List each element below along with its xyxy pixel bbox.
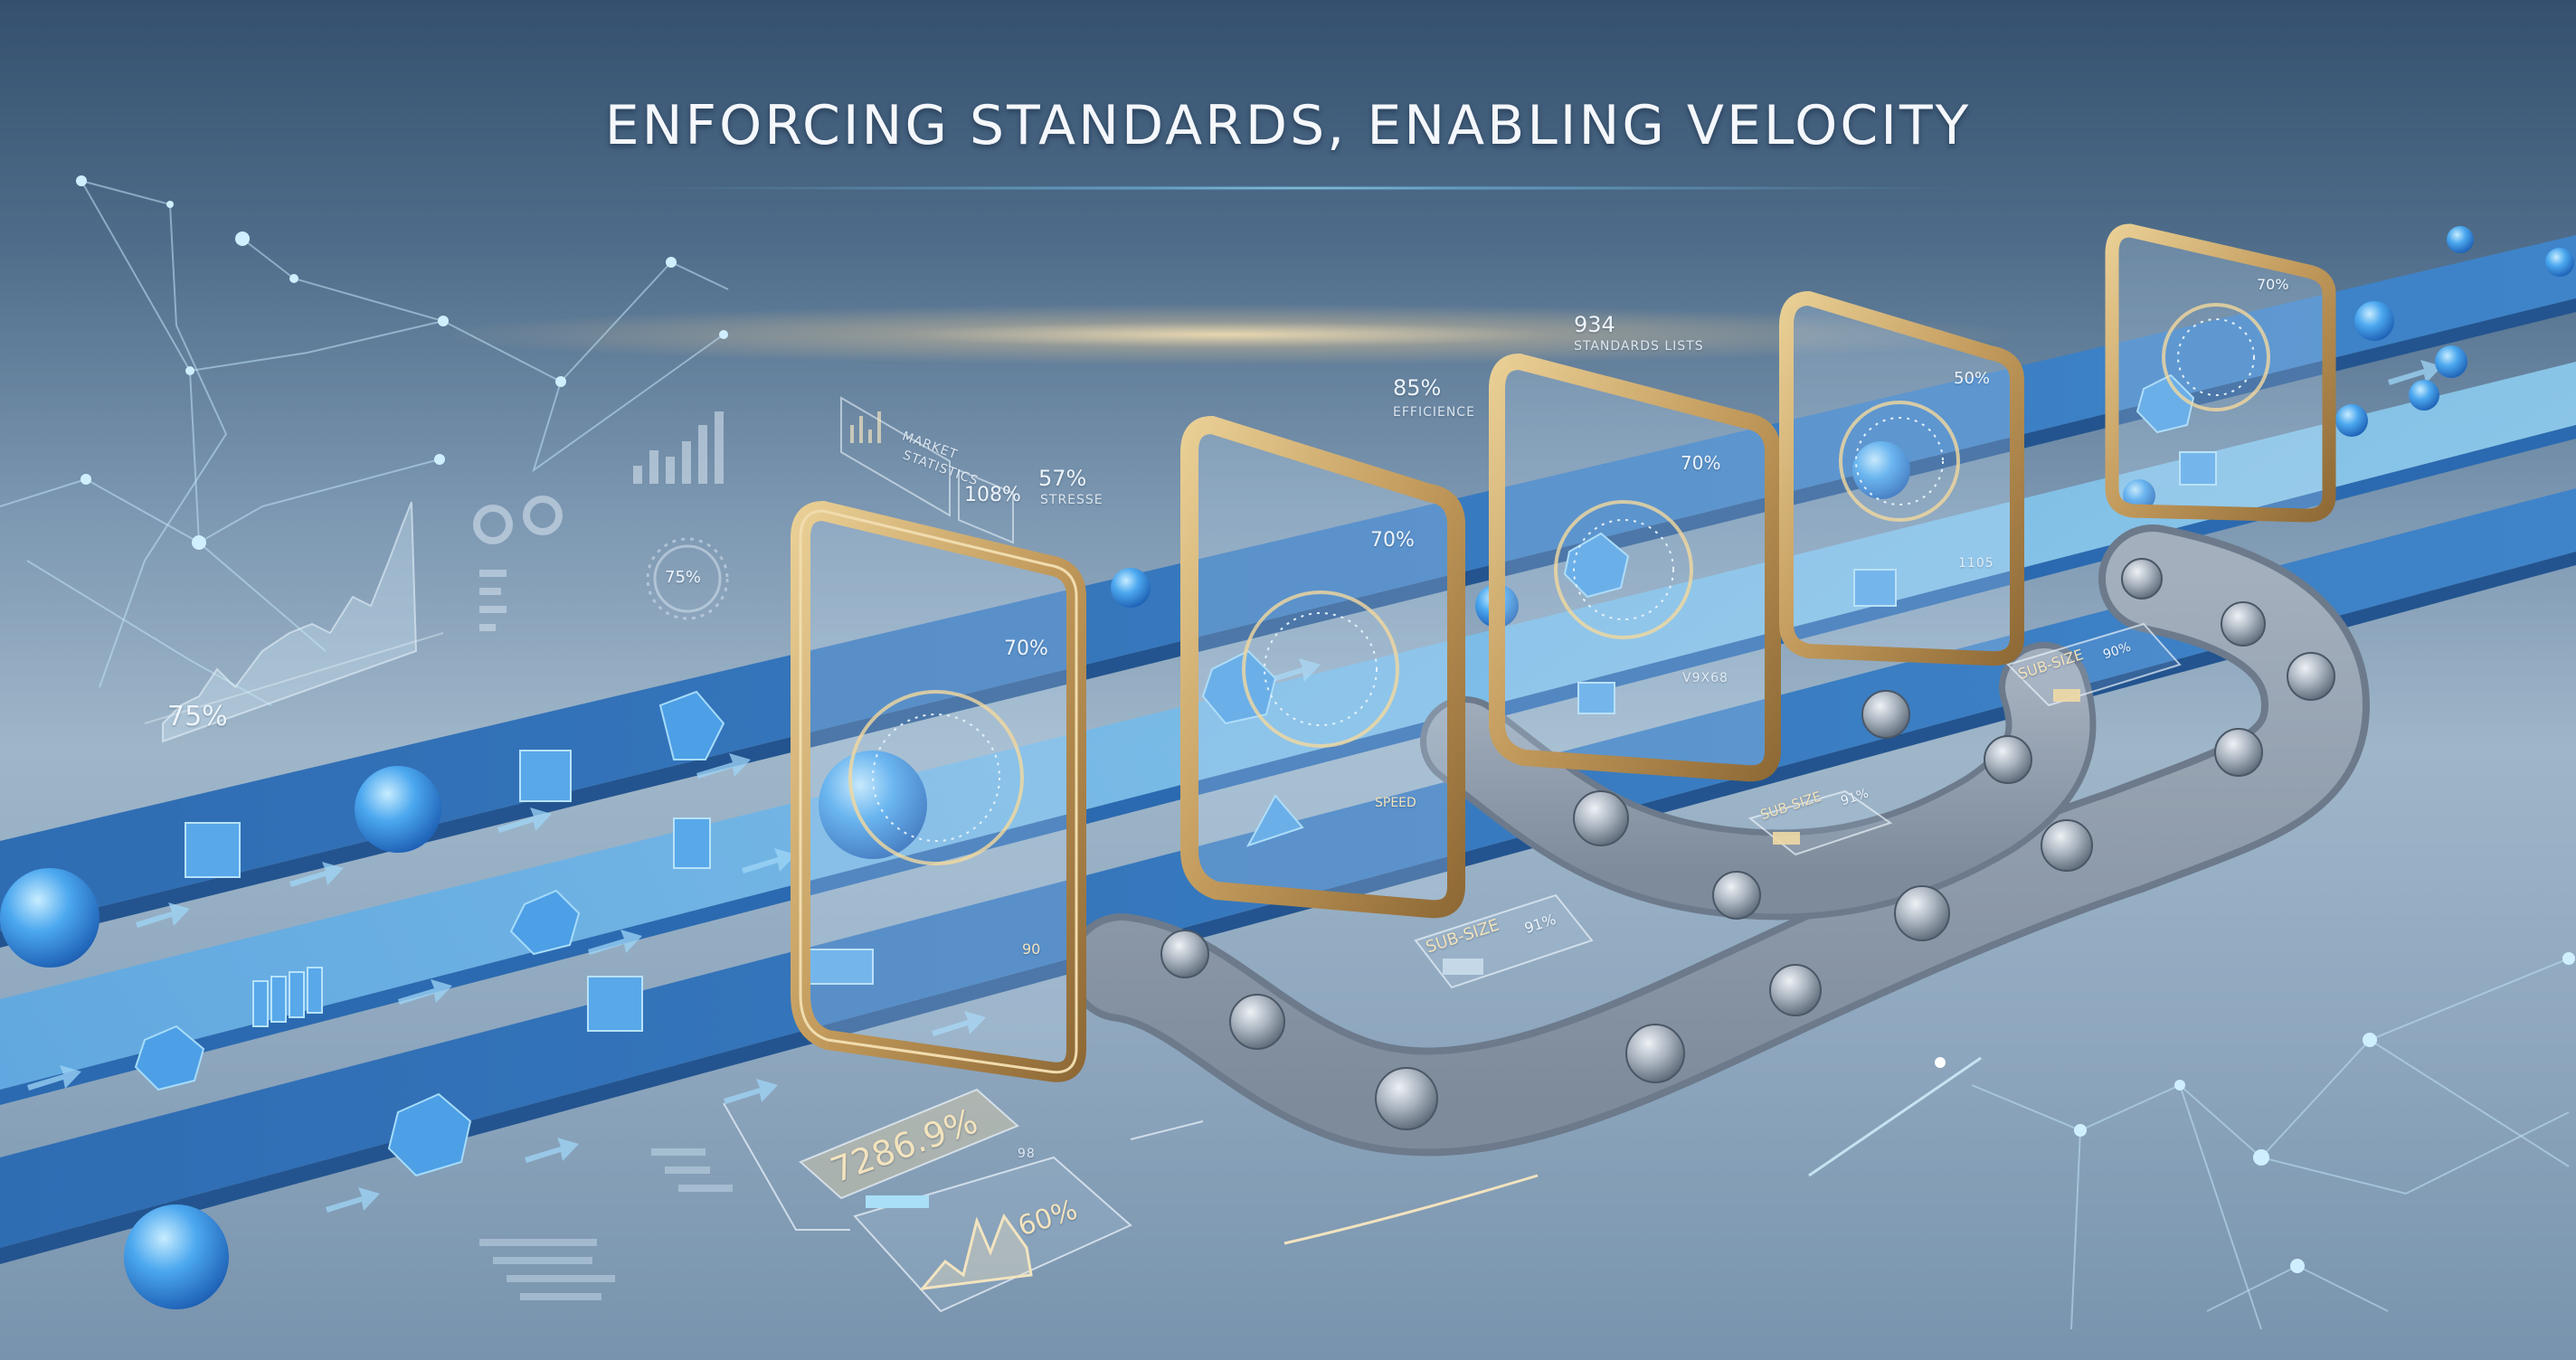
gate-3-footer: V9X68	[1682, 671, 1728, 685]
polyhedron-icon-group	[134, 373, 2195, 1177]
dashboard-area-chart	[144, 501, 444, 743]
quality-gate-icon-3	[1489, 353, 1781, 782]
callout-1-value: 57%	[1038, 466, 1087, 491]
left-chart-value: 75%	[167, 701, 228, 732]
lane-3	[0, 488, 2576, 1264]
gate-5-value: 70%	[2257, 276, 2289, 293]
light-spark	[1935, 1057, 1946, 1068]
lane-2	[0, 362, 2576, 1105]
gate-2-footer: SPEED	[1375, 796, 1416, 810]
gate-3-value: 70%	[1681, 452, 1721, 474]
gate-1-value: 70%	[1004, 638, 1048, 660]
rejected-object-group	[1160, 558, 2335, 1130]
callout-3-label: STANDARDS LISTS	[1574, 339, 1704, 354]
sphere-icon-group	[0, 226, 2574, 1309]
network-constellation-right	[1971, 958, 2570, 1330]
dashboard-bar-chart	[633, 411, 724, 484]
floor-bar-table	[479, 1148, 733, 1300]
title-underline-glow	[507, 185, 2098, 191]
market-panel-bars	[850, 411, 881, 443]
callout-3-value: 934	[1574, 312, 1615, 337]
gate-1-footer: 90	[1022, 940, 1041, 958]
callout-2-label: EFFICIENCE	[1393, 405, 1475, 420]
callout-1-label: STRESSE	[1040, 493, 1103, 507]
left-ring-value: 75%	[665, 568, 702, 587]
quality-gate-icon-2	[1180, 415, 1465, 919]
network-constellation-left	[0, 180, 729, 706]
dashboard-donuts	[473, 496, 563, 544]
network-nodes-left	[76, 175, 728, 550]
gold-trail-arrow	[1283, 1174, 1539, 1245]
dashboard-ring	[646, 537, 729, 620]
sub-size-bars	[1443, 689, 2080, 975]
page-title: ENFORCING STANDARDS, ENABLING VELOCITY	[604, 94, 1972, 157]
network-nodes-right	[2074, 952, 2575, 1273]
gate-4-footer: 1105	[1958, 556, 1994, 571]
block-stack-icon-group	[185, 451, 2217, 1032]
market-panel-value: 108%	[964, 484, 1021, 506]
horizon-glow	[452, 298, 2171, 371]
quality-gate-icon-5	[2105, 223, 2336, 523]
reject-track	[1067, 524, 2371, 1157]
callout-2-value: 85%	[1393, 375, 1442, 401]
gate-2-value: 70%	[1370, 529, 1415, 552]
quality-gate-icon-4	[1779, 290, 2024, 666]
arrow-right-icon-group	[27, 360, 2442, 1213]
light-streak	[1808, 1056, 1982, 1177]
floor-metric-sparkline	[866, 1195, 1033, 1290]
dashboard-progress-bars	[479, 570, 507, 631]
floor-metric-sub: 98	[1018, 1147, 1036, 1161]
quality-gate-icon-1	[791, 500, 1086, 1082]
gate-4-value: 50%	[1954, 369, 1991, 388]
market-panel	[840, 396, 1014, 544]
